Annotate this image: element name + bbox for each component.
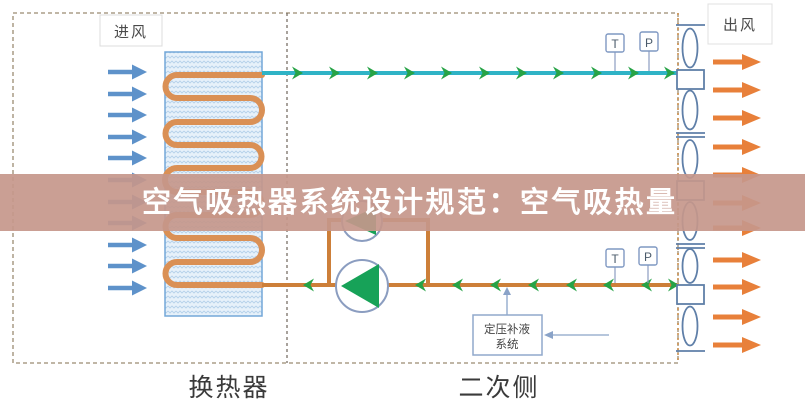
supply-temp-sensor-label: T xyxy=(611,37,619,51)
makeup-system-label-line2: 系统 xyxy=(496,338,519,351)
air-outlet-label: 出风 xyxy=(723,17,757,34)
fan-3 xyxy=(676,248,705,352)
supply-pressure-sensor-label: P xyxy=(645,36,653,50)
return-pressure-sensor-label: P xyxy=(644,250,652,264)
title-banner: 空气吸热器系统设计规范：空气吸热量 xyxy=(0,174,805,231)
supply-sensors: T P xyxy=(605,31,659,71)
circulation-pump xyxy=(335,259,389,313)
banner-title: 空气吸热器系统设计规范：空气吸热量 xyxy=(142,185,678,219)
return-sensors: T P xyxy=(605,246,658,283)
air-inlet-label: 进风 xyxy=(114,24,148,41)
secondary-side-section-label: 二次侧 xyxy=(458,374,539,400)
air-outlet-label-box: 出风 xyxy=(707,3,773,45)
fan-1 xyxy=(676,24,705,138)
heat-exchanger-section-label: 换热器 xyxy=(188,374,269,400)
makeup-up-arrow xyxy=(503,287,511,295)
makeup-system-label-line1: 定压补液 xyxy=(484,322,530,336)
return-temp-sensor-label: T xyxy=(611,252,619,266)
makeup-system-box: 定压补液 系统 xyxy=(472,287,609,356)
makeup-left-arrow xyxy=(544,331,553,339)
air-inlet-label-box: 进风 xyxy=(99,14,163,47)
